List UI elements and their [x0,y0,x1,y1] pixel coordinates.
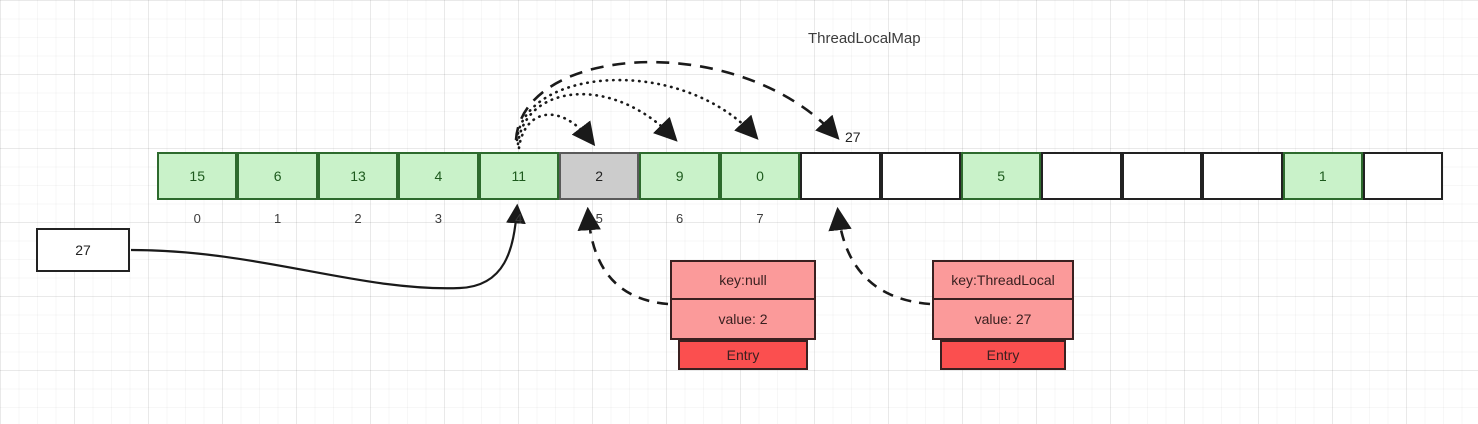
source-value-box: 27 [36,228,130,272]
index-label-6: 6 [675,211,684,226]
array-cell-2: 13 [317,152,399,200]
array-cell-11 [1041,152,1122,200]
entry-footer: Entry [678,340,808,370]
index-label-1: 1 [273,211,282,226]
array-cell-5: 2 [559,152,640,200]
array-cell-12 [1121,152,1203,200]
array-cell-4: 11 [478,152,559,200]
edge-arc-slot4-to-slot5 [517,113,596,150]
array-cell-1: 6 [237,152,318,200]
array-cell-13 [1202,152,1283,200]
array-cell-14: 1 [1282,152,1363,200]
entry-node-1: key:null value: 2 Entry [670,260,816,370]
index-label-0: 0 [193,211,201,226]
array-cell-8 [800,152,881,200]
array-cell-6: 9 [639,152,720,200]
array-cell-7: 0 [719,152,801,200]
index-label-2: 2 [354,211,362,226]
array-cell-15 [1363,152,1444,200]
index-label-5: 5 [595,211,603,226]
edge-entryB-to-slot8 [828,206,931,306]
entry-value: value: 27 [932,300,1074,340]
slot-label-27: 27 [845,129,861,145]
edge-arc-slot4-to-slot6 [516,92,678,146]
entry-value: value: 2 [670,300,816,340]
entry-node-2: key:ThreadLocal value: 27 Entry [932,260,1074,370]
entry-key: key:null [670,260,816,300]
index-label-7: 7 [756,211,764,226]
edge-arc-slot4-to-slot8 [514,60,840,141]
array-cell-0: 15 [157,152,238,200]
edge-arc-slot4-to-slot7 [515,78,759,142]
page-title: ThreadLocalMap [808,30,921,47]
index-label-4: 4 [515,211,523,226]
entry-key: key:ThreadLocal [932,260,1074,300]
array-cell-9 [880,152,961,200]
array-cell-3: 4 [398,152,479,200]
index-label-3: 3 [434,211,442,226]
entry-footer: Entry [940,340,1066,370]
array-cell-10: 5 [961,152,1042,200]
